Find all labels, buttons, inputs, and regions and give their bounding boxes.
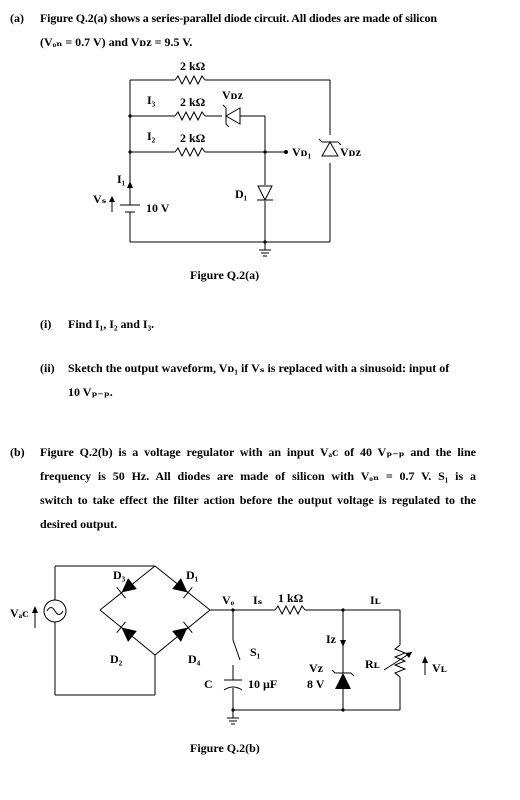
question-i-marker: (i) [40, 317, 52, 331]
part-a-marker: (a) [10, 11, 24, 25]
part-b-line-1: Figure Q.2(b) is a voltage regulator wit… [40, 445, 476, 459]
part-a-line-1: Figure Q.2(a) shows a series-parallel di… [40, 11, 437, 25]
label-d1b: D₁ [186, 568, 199, 582]
part-a-line-2: (Vₒₙ = 0.7 V) and Vᴅᴢ = 9.5 V. [40, 35, 193, 49]
label-d1: D₁ [235, 187, 248, 201]
label-vl: Vʟ [432, 661, 447, 675]
label-i3: I₃ [147, 93, 156, 107]
figure-q2b-caption: Figure Q.2(b) [190, 741, 260, 755]
label-iz: Iᴢ [326, 632, 337, 646]
label-vdz-top: Vᴅᴢ [222, 88, 244, 102]
part-b-line-3: switch to take effect the filter action … [40, 493, 476, 507]
question-ii-line-2: 10 Vₚ₋ₚ. [68, 385, 113, 399]
label-s1: S₁ [250, 645, 261, 659]
label-vz-value: 8 V [307, 677, 325, 691]
label-rl: Rʟ [365, 657, 380, 671]
label-r-low: 2 kΩ [180, 131, 206, 145]
figure-q2a-caption: Figure Q.2(a) [190, 268, 260, 282]
label-vd1: Vᴅ₁ [292, 145, 312, 159]
label-c: C [204, 677, 213, 691]
label-r-1k: 1 kΩ [278, 591, 304, 605]
part-b-line-2: frequency is 50 Hz. All diodes are made … [40, 469, 476, 483]
label-vac: Vₐᴄ [10, 606, 28, 620]
label-vs: Vₛ [93, 192, 107, 206]
label-c-value: 10 µF [248, 677, 277, 691]
question-i-text: Find I₁, I₂ and I₃. [68, 317, 155, 331]
diode-d1 [172, 578, 193, 599]
diode-d3 [116, 578, 137, 599]
label-vdz-right: Vᴅᴢ [340, 145, 362, 159]
label-r-mid: 2 kΩ [180, 95, 206, 109]
question-ii-marker: (ii) [40, 361, 55, 375]
label-is: Iₛ [253, 593, 263, 607]
label-source-value: 10 V [146, 201, 170, 215]
part-b-paragraph: Figure Q.2(b) is a voltage regulator wit… [40, 440, 476, 536]
figure-q2a-circuit: 2 kΩ I₃ 2 kΩ Vᴅᴢ I₂ 2 kΩ Vᴅ₁ Vᴅᴢ I₁ Vₛ 1… [93, 59, 362, 257]
diode-d4 [172, 621, 193, 642]
label-il: Iʟ [370, 593, 381, 607]
label-d4: D₄ [188, 652, 201, 666]
label-i1: I₁ [117, 172, 126, 186]
label-vz: Vᴢ [309, 661, 324, 675]
question-ii-line-1: Sketch the output waveform, Vᴅ₁ if Vₛ is… [68, 361, 450, 375]
part-b-line-4: desired output. [40, 517, 118, 531]
label-r-top: 2 kΩ [180, 59, 206, 73]
label-d3: D₃ [113, 568, 126, 582]
diode-d2 [116, 621, 137, 642]
label-i2: I₂ [147, 129, 156, 143]
label-vo: Vₒ [222, 593, 235, 607]
part-b-marker: (b) [10, 445, 25, 459]
label-d2: D₂ [110, 652, 123, 666]
